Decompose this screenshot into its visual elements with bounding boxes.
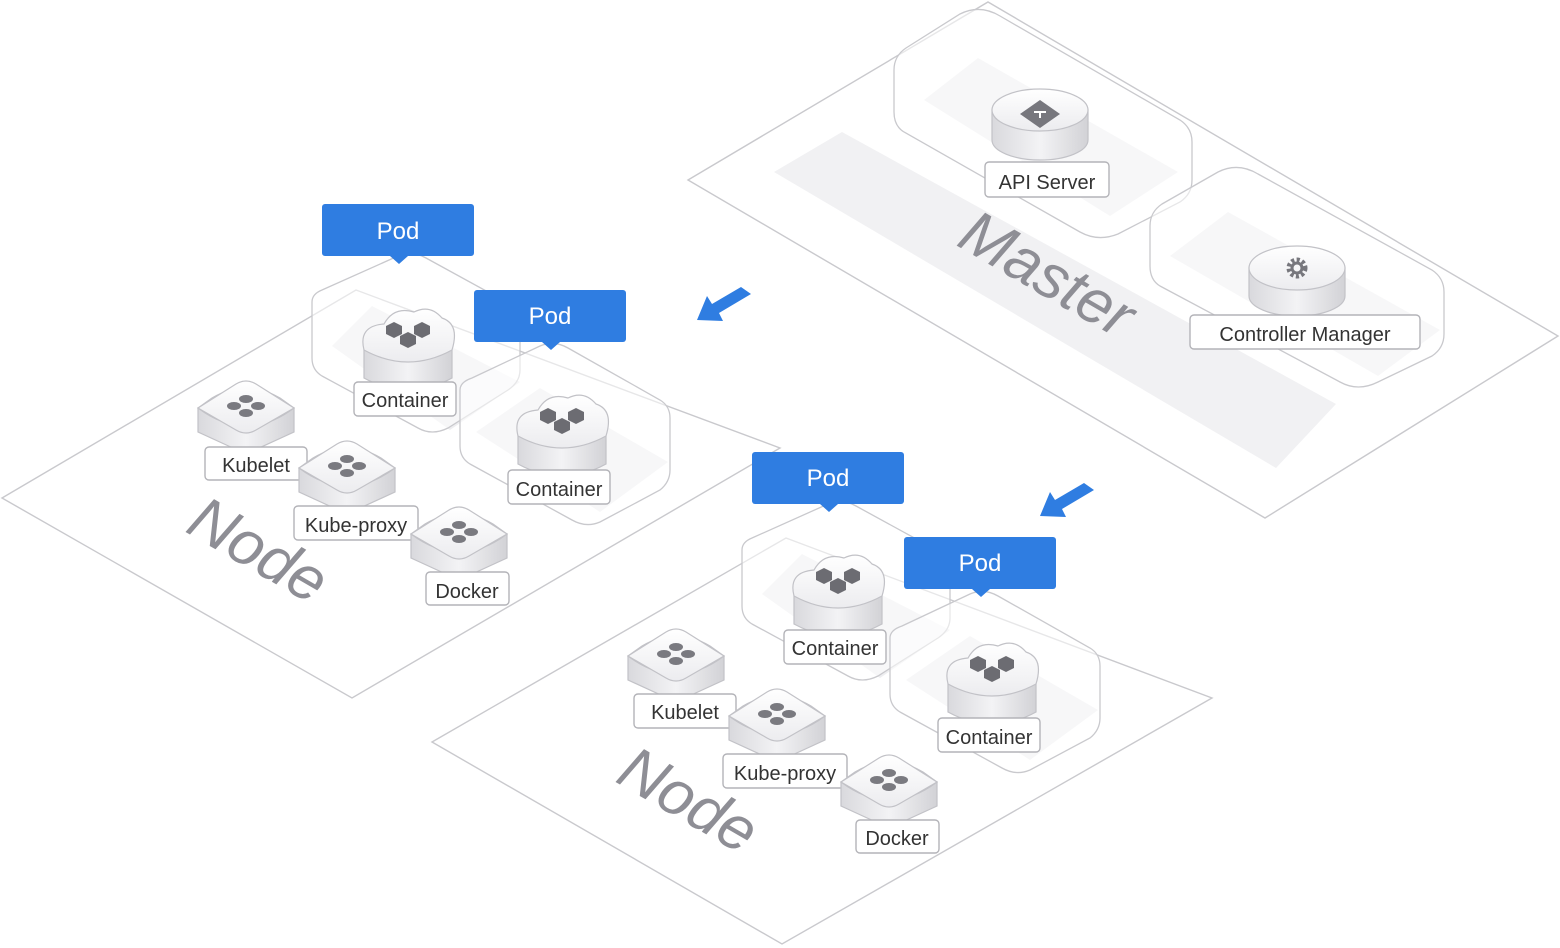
node-2-pod-1-tag: Pod <box>752 452 904 512</box>
node-2-kubelet-label: Kubelet <box>651 702 719 724</box>
node-1-container-2-label: Container <box>516 479 603 501</box>
node-2-pod-1-label: Pod <box>807 465 850 492</box>
node-2-container-1-label: Container <box>792 638 879 660</box>
node-1-kube-proxy-label: Kube-proxy <box>305 515 407 537</box>
arrow-master-to-node-2 <box>1040 483 1094 517</box>
node-2-docker-label: Docker <box>865 828 929 850</box>
api-server-label: API Server <box>999 172 1096 194</box>
node-2-pod-2-tag: Pod <box>904 537 1056 597</box>
node-2: Node Container Container Pod Pod Kubelet <box>430 452 1214 945</box>
node-1-pod-2-label: Pod <box>529 303 572 330</box>
node-1-pod-1-tag: Pod <box>322 204 474 264</box>
node-2-container-2-label: Container <box>946 727 1033 749</box>
gear-icon <box>1248 245 1346 317</box>
node-1-pod-1-label: Pod <box>377 218 420 245</box>
controller-manager-box: Controller Manager <box>1149 166 1445 388</box>
node-1-kubelet-label: Kubelet <box>222 455 290 477</box>
api-server-box: API Server <box>893 8 1193 239</box>
api-server-icon <box>991 88 1089 161</box>
arrow-master-to-node-1 <box>697 287 751 321</box>
node-1-container-1-label: Container <box>362 390 449 412</box>
master-platform: API Server Controller Manager Master <box>686 1 1560 519</box>
node-1-pod-2-tag: Pod <box>474 290 626 350</box>
node-1-docker-label: Docker <box>435 581 499 603</box>
node-1: Node Container Container Pod <box>0 204 782 699</box>
node-2-kube-proxy-label: Kube-proxy <box>734 763 836 785</box>
controller-manager-label: Controller Manager <box>1219 324 1391 346</box>
node-2-pod-2-label: Pod <box>959 550 1002 577</box>
